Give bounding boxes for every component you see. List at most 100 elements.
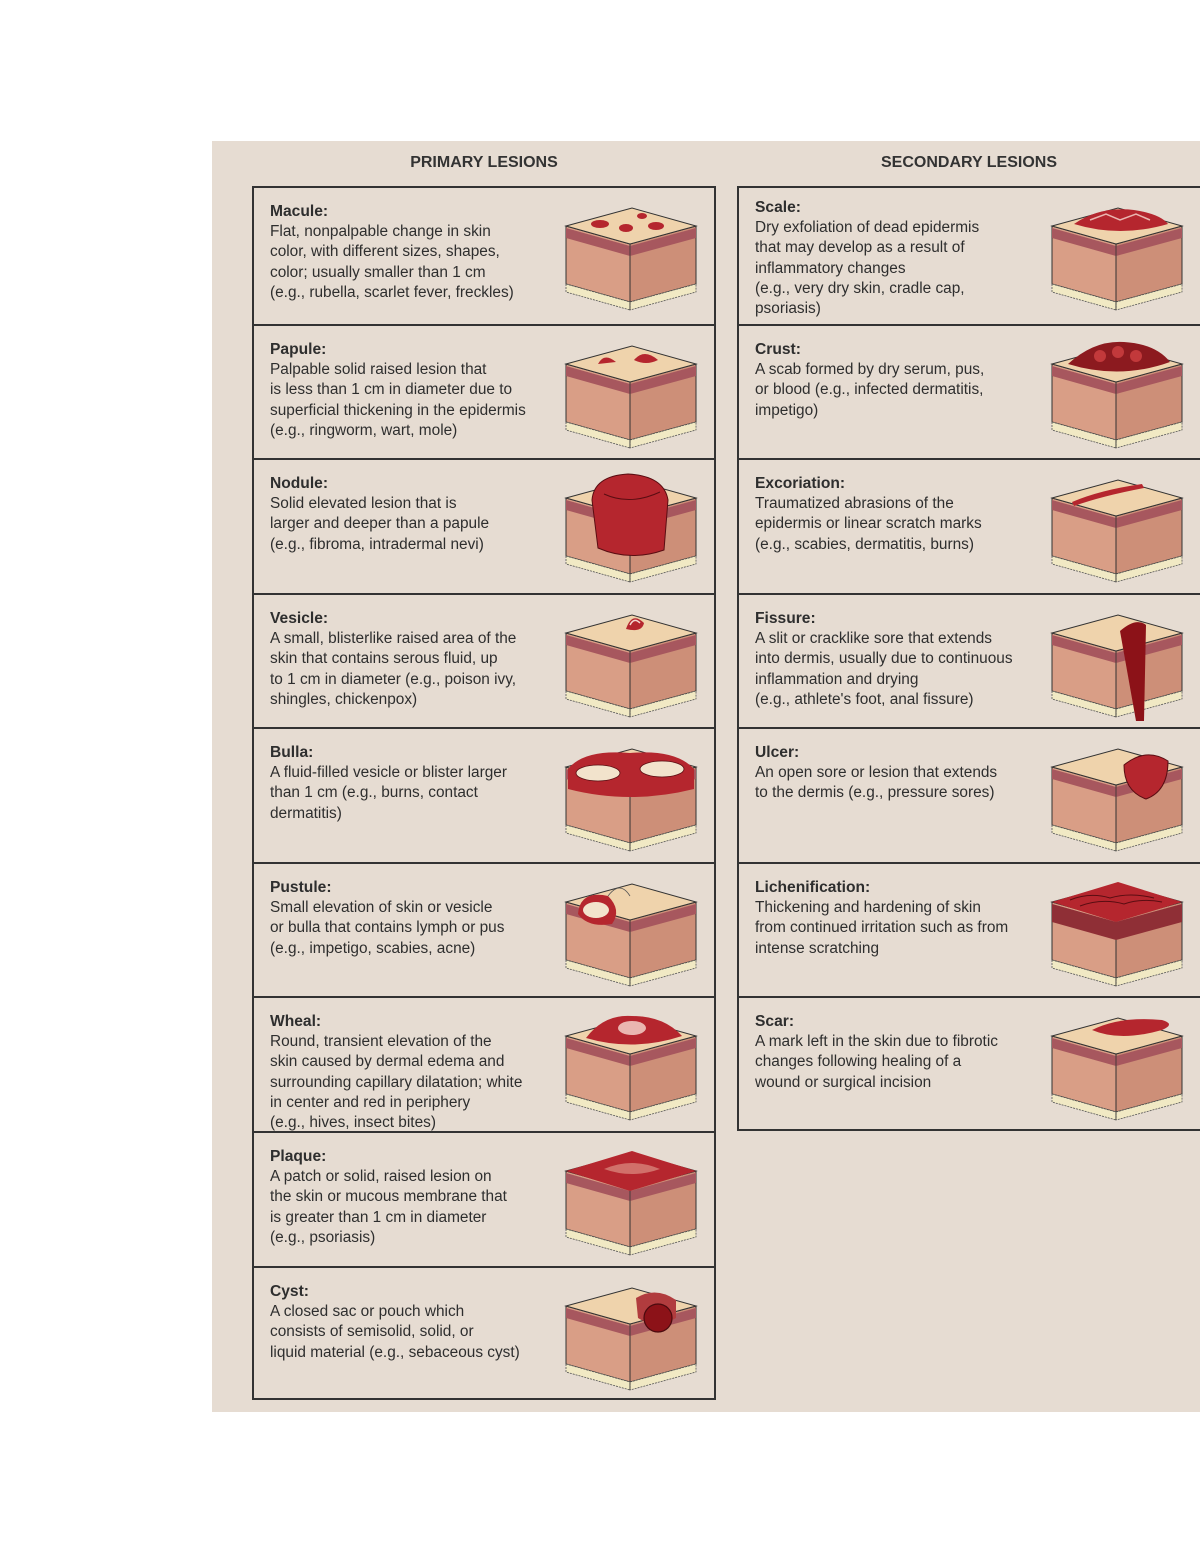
wheal-lesion bbox=[586, 1015, 682, 1045]
crust-illustration bbox=[1050, 341, 1184, 449]
lesion-text: Excoriation: Traumatized abrasions of the… bbox=[755, 474, 1055, 555]
lesion-name: Scale: bbox=[755, 199, 801, 216]
lesion-name: Wheal: bbox=[270, 1013, 322, 1030]
lesion-text: Nodule:Solid elevated lesion that is lar… bbox=[270, 474, 562, 555]
lesion-description: Round, transient elevation of the skin c… bbox=[270, 1033, 523, 1132]
lesion-row-papule: Papule: Palpable solid raised lesion that… bbox=[254, 324, 714, 458]
lesion-name: Papule: bbox=[270, 341, 327, 358]
lesion-row-scale: Scale:Dry exfoliation of dead epidermis … bbox=[739, 188, 1200, 324]
lesion-description: A slit or cracklike sore that extends in… bbox=[755, 630, 1013, 708]
scar-lesion bbox=[1092, 1019, 1169, 1036]
lesion-description: A fluid-filled vesicle or blister larger… bbox=[270, 764, 507, 822]
bulla-lesion bbox=[568, 752, 694, 797]
vesicle-skin-block bbox=[564, 614, 698, 718]
lesion-text: Bulla: A fluid-filled vesicle or blister … bbox=[270, 743, 562, 824]
lesion-text: Lichenification:Thickening and hardening… bbox=[755, 878, 1055, 959]
lichenification-lesion bbox=[1052, 882, 1182, 940]
lesion-row-plaque: Plaque: A patch or solid, raised lesion o… bbox=[254, 1131, 714, 1266]
scar-illustration bbox=[1050, 1017, 1184, 1121]
lesion-name: Macule: bbox=[270, 203, 329, 220]
ulcer-illustration bbox=[1050, 748, 1184, 852]
lesion-row-vesicle: Vesicle: A small, blisterlike raised area… bbox=[254, 593, 714, 727]
cyst-lesion bbox=[636, 1292, 676, 1333]
crust-skin-block bbox=[1050, 345, 1184, 449]
macule-illustration bbox=[564, 207, 698, 311]
lesion-text: Wheal: Round, transient elevation of the … bbox=[270, 1012, 562, 1133]
lesion-name: Bulla: bbox=[270, 744, 314, 761]
lesion-name: Vesicle: bbox=[270, 610, 329, 627]
lesion-row-bulla: Bulla: A fluid-filled vesicle or blister … bbox=[254, 727, 714, 862]
lesion-text: Vesicle: A small, blisterlike raised area… bbox=[270, 609, 562, 710]
lesion-name: Scar: bbox=[755, 1013, 795, 1030]
lesion-description: Palpable solid raised lesion that is les… bbox=[270, 361, 526, 439]
lesion-description: A scab formed by dry serum, pus, or bloo… bbox=[755, 361, 985, 419]
primary-lesions-header: PRIMARY LESIONS bbox=[410, 154, 558, 171]
lesion-row-macule: Macule: Flat, nonpalpable change in skin … bbox=[254, 188, 714, 324]
pustule-illustration bbox=[564, 883, 698, 987]
plaque-lesion bbox=[566, 1151, 696, 1191]
scale-illustration bbox=[1050, 207, 1184, 311]
lesion-description: Flat, nonpalpable change in skin color, … bbox=[270, 223, 514, 301]
cyst-illustration bbox=[564, 1287, 698, 1391]
lesion-text: Crust: A scab formed by dry serum, pus, o… bbox=[755, 340, 1055, 421]
papule-skin-block bbox=[564, 345, 698, 449]
nodule-lesion bbox=[591, 473, 669, 557]
lesion-row-pustule: Pustule: Small elevation of skin or vesic… bbox=[254, 862, 714, 996]
papule-lesion bbox=[598, 354, 658, 364]
excoriation-lesion bbox=[1072, 484, 1144, 506]
lesion-row-excoriation: Excoriation: Traumatized abrasions of the… bbox=[739, 458, 1200, 593]
lesion-description: Thickening and hardening of skin from co… bbox=[755, 899, 1009, 957]
lesion-description: A small, blisterlike raised area of the … bbox=[270, 630, 517, 708]
lesion-row-nodule: Nodule:Solid elevated lesion that is lar… bbox=[254, 458, 714, 593]
plaque-illustration bbox=[564, 1151, 698, 1256]
pustule-lesion bbox=[578, 887, 631, 925]
lesion-name: Excoriation: bbox=[755, 475, 846, 492]
lesion-row-wheal: Wheal: Round, transient elevation of the … bbox=[254, 996, 714, 1131]
wheal-illustration bbox=[564, 1015, 698, 1121]
lesion-name: Plaque: bbox=[270, 1148, 327, 1165]
lesion-name: Nodule: bbox=[270, 475, 329, 492]
lesion-name: Cyst: bbox=[270, 1283, 309, 1300]
lesion-description: A mark left in the skin due to fibrotic … bbox=[755, 1033, 998, 1091]
excoriation-skin-block bbox=[1050, 479, 1184, 583]
scar-skin-block bbox=[1050, 1017, 1184, 1121]
fissure-skin-block bbox=[1050, 614, 1184, 718]
lesion-text: Ulcer: An open sore or lesion that extend… bbox=[755, 743, 1055, 804]
chart-panel bbox=[212, 141, 1200, 1412]
macule-lesion bbox=[591, 213, 664, 232]
papule-illustration bbox=[564, 345, 698, 449]
lesion-description: Small elevation of skin or vesicle or bu… bbox=[270, 899, 505, 957]
lesion-text: Pustule: Small elevation of skin or vesic… bbox=[270, 878, 562, 959]
lesion-description: A patch or solid, raised lesion on the s… bbox=[270, 1168, 507, 1246]
lesion-name: Pustule: bbox=[270, 879, 332, 896]
vesicle-lesion bbox=[626, 618, 644, 631]
vesicle-illustration bbox=[564, 614, 698, 718]
lesion-row-ulcer: Ulcer: An open sore or lesion that extend… bbox=[739, 727, 1200, 862]
lesion-text: Plaque: A patch or solid, raised lesion o… bbox=[270, 1147, 562, 1248]
lesion-text: Scar: A mark left in the skin due to fibr… bbox=[755, 1012, 1055, 1093]
crust-lesion bbox=[1068, 341, 1170, 372]
lichenification-illustration bbox=[1050, 882, 1184, 987]
lesion-text: Cyst: A closed sac or pouch which consist… bbox=[270, 1282, 562, 1363]
cyst-skin-block bbox=[564, 1287, 698, 1391]
scale-lesion bbox=[1074, 209, 1168, 231]
lesion-row-cyst: Cyst: A closed sac or pouch which consist… bbox=[254, 1266, 714, 1400]
lesion-text: Macule: Flat, nonpalpable change in skin … bbox=[270, 202, 562, 303]
lesion-name: Ulcer: bbox=[755, 744, 800, 761]
lesion-description: An open sore or lesion that extends to t… bbox=[755, 764, 998, 802]
macule-skin-block bbox=[564, 207, 698, 311]
lesion-row-crust: Crust: A scab formed by dry serum, pus, o… bbox=[739, 324, 1200, 458]
lesion-description: Traumatized abrasions of the epidermis o… bbox=[755, 495, 982, 553]
lesion-row-lichenification: Lichenification:Thickening and hardening… bbox=[739, 862, 1200, 996]
nodule-illustration bbox=[564, 473, 698, 583]
lesion-text: Scale:Dry exfoliation of dead epidermis … bbox=[755, 198, 1055, 319]
lesion-row-scar: Scar: A mark left in the skin due to fibr… bbox=[739, 996, 1200, 1131]
secondary-lesions-table: Scale:Dry exfoliation of dead epidermis … bbox=[737, 186, 1200, 1131]
excoriation-illustration bbox=[1050, 479, 1184, 583]
secondary-lesions-header: SECONDARY LESIONS bbox=[880, 154, 1058, 171]
primary-lesions-table: Macule: Flat, nonpalpable change in skin … bbox=[252, 186, 716, 1400]
ulcer-lesion bbox=[1123, 754, 1169, 800]
lesion-description: A closed sac or pouch which consists of … bbox=[270, 1303, 520, 1361]
lesion-name: Crust: bbox=[755, 341, 801, 358]
fissure-lesion bbox=[1120, 622, 1146, 721]
